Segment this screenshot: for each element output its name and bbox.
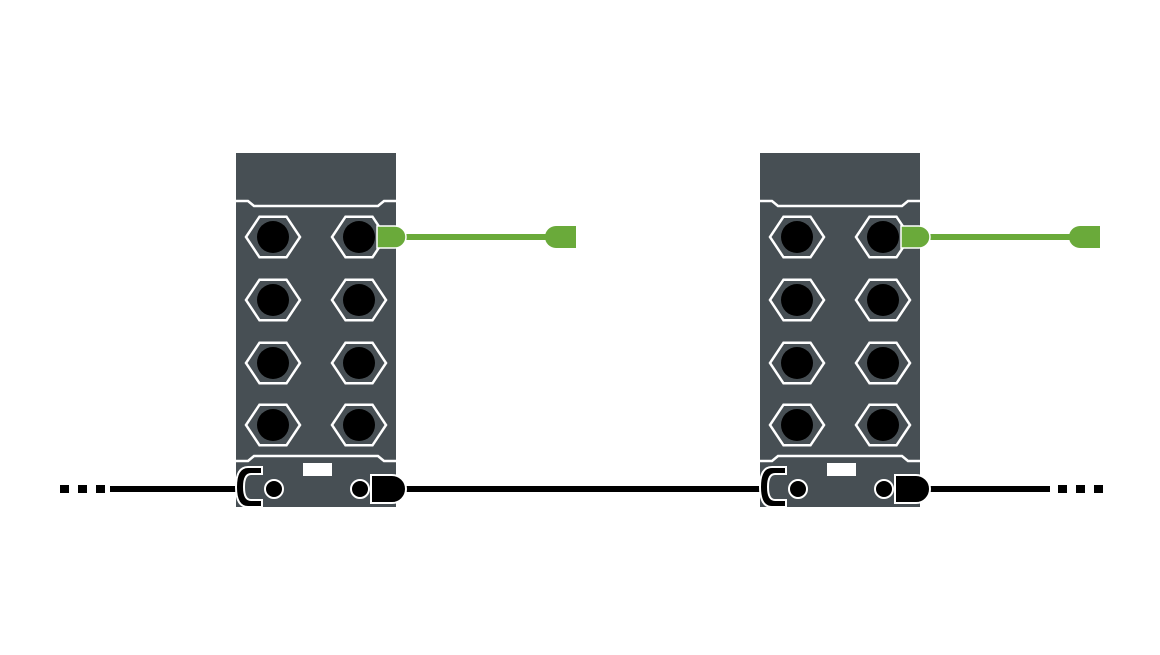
- port-socket: [343, 221, 375, 253]
- m12-port: [854, 215, 912, 259]
- m12-port: [768, 278, 826, 322]
- m12-port: [330, 403, 388, 447]
- port-socket: [343, 347, 375, 379]
- bus-out-port: [874, 479, 894, 499]
- port-socket: [867, 284, 899, 316]
- m12-port: [330, 278, 388, 322]
- module-body: [760, 153, 920, 507]
- io-cable: [900, 225, 1100, 249]
- bus-continuation-dot: [78, 485, 87, 493]
- bus-in-port: [264, 479, 284, 499]
- port-socket: [257, 409, 289, 441]
- bus-continuation-dot: [1076, 485, 1085, 493]
- io-cable-plug: [376, 225, 407, 249]
- bus-in-port: [788, 479, 808, 499]
- m12-port: [854, 341, 912, 385]
- bus-in-connector: [758, 466, 787, 508]
- module-body: [236, 153, 396, 507]
- port-socket: [867, 221, 899, 253]
- port-socket: [343, 409, 375, 441]
- m12-port: [244, 278, 302, 322]
- label-plate: [827, 463, 856, 476]
- bus-continuation-dot: [1058, 485, 1067, 493]
- port-socket: [867, 409, 899, 441]
- bus-continuation-dot: [60, 485, 69, 493]
- bus-out-plug: [370, 474, 407, 504]
- port-socket: [257, 221, 289, 253]
- io-module: [234, 153, 576, 508]
- module-separator: [236, 454, 396, 463]
- m12-port: [854, 403, 912, 447]
- io-module: [758, 153, 1100, 508]
- port-socket: [781, 284, 813, 316]
- m12-port: [244, 341, 302, 385]
- label-plate: [303, 463, 332, 476]
- m12-port: [768, 341, 826, 385]
- port-socket: [781, 409, 813, 441]
- m12-port: [768, 403, 826, 447]
- io-cable: [376, 225, 576, 249]
- io-cable-plug: [900, 225, 931, 249]
- m12-port: [244, 215, 302, 259]
- io-cable-end: [545, 226, 576, 248]
- port-socket: [343, 284, 375, 316]
- m12-port: [244, 403, 302, 447]
- port-socket: [781, 221, 813, 253]
- port-socket: [867, 347, 899, 379]
- module-separator: [236, 199, 396, 208]
- port-socket: [257, 284, 289, 316]
- io-cable-end: [1069, 226, 1100, 248]
- bus-continuation-dot: [1094, 485, 1103, 493]
- module-separator: [760, 199, 920, 208]
- bus-out-plug: [894, 474, 931, 504]
- m12-port: [854, 278, 912, 322]
- m12-port: [330, 215, 388, 259]
- bus-in-connector: [234, 466, 263, 508]
- port-socket: [257, 347, 289, 379]
- bus-continuation-dot: [96, 485, 105, 493]
- bus-out-port: [350, 479, 370, 499]
- m12-port: [330, 341, 388, 385]
- port-socket: [781, 347, 813, 379]
- module-separator: [760, 454, 920, 463]
- m12-port: [768, 215, 826, 259]
